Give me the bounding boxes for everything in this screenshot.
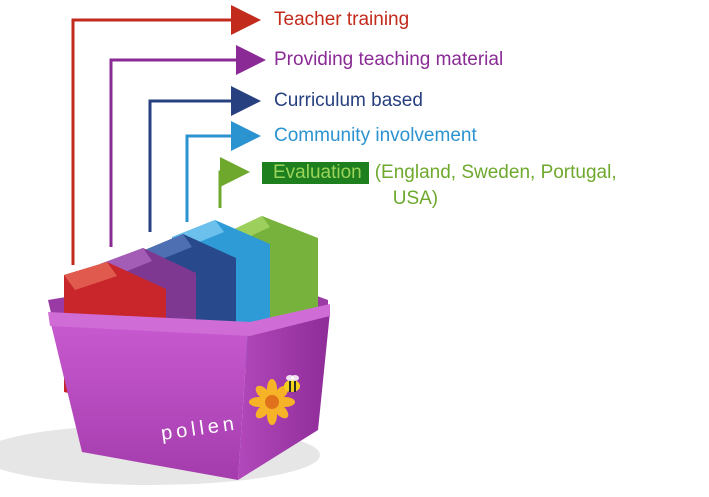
label-community: Community involvement	[274, 125, 477, 146]
arrow-evaluation	[218, 157, 250, 208]
arrow-curriculum	[148, 86, 261, 232]
bee-icon	[284, 375, 300, 392]
arrow-community	[185, 121, 261, 222]
box-rim	[48, 304, 330, 336]
label-teaching-material: Providing teaching material	[274, 49, 504, 70]
flower-icon	[249, 379, 295, 425]
evaluation-countries: (England, Sweden, Portugal, USA)	[375, 160, 617, 212]
label-evaluation: Evaluation	[262, 162, 369, 184]
evaluation-countries-line1: (England, Sweden, Portugal,	[374, 162, 617, 183]
arrow-teaching-material	[109, 45, 266, 247]
box-front	[50, 320, 248, 480]
evaluation-row: Evaluation(England, Sweden, Portugal, USA…	[262, 162, 617, 212]
label-teacher-training: Teacher training	[274, 9, 410, 30]
arrow-teacher-training	[71, 5, 261, 265]
label-curriculum: Curriculum based	[274, 90, 423, 111]
evaluation-countries-line2: USA)	[392, 188, 439, 209]
